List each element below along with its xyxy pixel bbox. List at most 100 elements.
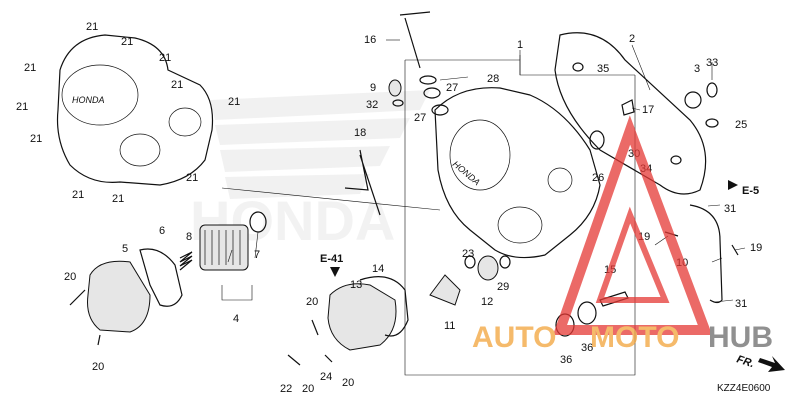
callout-21d: 21 <box>24 62 36 74</box>
filter-spring <box>179 251 193 271</box>
ref-e41-arrow-icon <box>330 267 340 277</box>
washer-24 <box>324 354 333 363</box>
callout-8: 8 <box>186 231 192 243</box>
callout-27b: 27 <box>414 112 426 124</box>
callout-21i: 21 <box>186 172 198 184</box>
callout-31b: 31 <box>735 298 747 310</box>
callout-23: 23 <box>462 248 474 260</box>
callout-21h: 21 <box>30 133 42 145</box>
callout-21c: 21 <box>159 52 171 64</box>
right-cover-brand: HONDA <box>451 159 482 188</box>
callout-16: 16 <box>364 34 376 46</box>
bolt-20a <box>69 289 86 306</box>
callout-20e: 20 <box>342 377 354 389</box>
callout-21a: 21 <box>86 21 98 33</box>
dowel-35 <box>572 62 584 72</box>
plug-9 <box>388 79 402 97</box>
callout-1: 1 <box>517 39 523 51</box>
callout-4: 4 <box>233 313 239 325</box>
washer-33 <box>706 82 718 98</box>
callout-9: 9 <box>370 82 376 94</box>
front-direction-label: FR. <box>735 353 756 370</box>
callout-26: 26 <box>592 172 604 184</box>
callout-14: 14 <box>372 263 384 275</box>
callout-35: 35 <box>597 63 609 75</box>
callout-21j: 21 <box>72 189 84 201</box>
diagram-code: KZZ4E0600 <box>717 383 771 394</box>
front-direction-indicator: FR. <box>735 353 785 372</box>
mechanical-seal <box>477 255 499 281</box>
bolt-20c <box>311 319 319 336</box>
callout-28: 28 <box>487 73 499 85</box>
bearing-3 <box>684 91 702 109</box>
seal-26 <box>589 130 605 150</box>
o-ring-27b <box>431 104 449 116</box>
callout-13: 13 <box>350 279 362 291</box>
seal-36b <box>577 301 597 325</box>
callout-11: 11 <box>444 320 455 332</box>
callout-32: 32 <box>366 99 378 111</box>
callout-17: 17 <box>642 104 654 116</box>
oil-filter-cover <box>87 260 151 333</box>
oil-seal-23 <box>464 255 476 269</box>
ref-e5-arrow-icon <box>728 180 738 190</box>
dowel-25 <box>705 118 719 128</box>
left-crankcase-cover: HONDA <box>56 34 214 186</box>
callout-33: 33 <box>706 57 718 69</box>
cover-gasket <box>554 32 707 195</box>
callout-3: 3 <box>694 63 700 75</box>
bolt-17 <box>621 99 635 116</box>
callout-21k: 21 <box>112 193 124 205</box>
callout-20d: 20 <box>302 383 314 395</box>
o-ring-27a <box>423 87 441 99</box>
callout-18: 18 <box>354 127 366 139</box>
water-pump-cover <box>327 283 397 351</box>
callout-12: 12 <box>481 296 493 308</box>
callout-20b: 20 <box>92 361 104 373</box>
hose-10 <box>689 204 723 304</box>
callout-5: 5 <box>122 243 128 255</box>
callout-21f: 21 <box>228 96 240 108</box>
callout-2: 2 <box>629 33 635 45</box>
oil-filter-cover-gasket <box>139 248 183 307</box>
water-pump-gasket <box>359 276 409 337</box>
washer-28 <box>419 75 437 85</box>
callouts: 1 2 3 4 5 6 7 8 9 10 11 12 13 14 15 16 1… <box>16 21 762 395</box>
callout-36b: 36 <box>581 342 593 354</box>
callout-21e: 21 <box>171 79 183 91</box>
watermark-moto: MOTO <box>590 321 679 354</box>
callout-7: 7 <box>254 249 260 261</box>
washer-29 <box>499 255 511 269</box>
callout-19b: 19 <box>750 242 762 254</box>
shaft-16 <box>399 11 431 69</box>
callout-20a: 20 <box>64 271 76 283</box>
oil-filter-element <box>199 224 253 301</box>
callout-29: 29 <box>497 281 509 293</box>
bracket-18 <box>344 149 381 216</box>
watermark-hub: HUB <box>708 321 773 354</box>
front-arrow-icon <box>758 356 785 372</box>
callout-31a: 31 <box>724 203 736 215</box>
dowel-30 <box>670 155 682 165</box>
left-cover-brand: HONDA <box>72 95 105 105</box>
callout-27a: 27 <box>446 82 458 94</box>
callout-24: 24 <box>320 371 332 383</box>
washer-32 <box>392 99 404 107</box>
watermark-auto: AUTO <box>472 321 556 354</box>
callout-20c: 20 <box>306 296 318 308</box>
water-pump-impeller <box>429 274 461 306</box>
callout-21b: 21 <box>121 36 133 48</box>
ref-e41: E-41 <box>320 253 343 265</box>
callout-6: 6 <box>159 225 165 237</box>
wing-emblem-background: HONDA <box>190 90 430 252</box>
bolt-22 <box>287 354 301 366</box>
right-crankcase-cover: HONDA <box>434 87 601 259</box>
callout-21g: 21 <box>16 101 28 113</box>
callout-22: 22 <box>280 383 292 395</box>
watermark-logo: AUTO MOTO HUB <box>472 115 773 354</box>
bolt-20b <box>97 334 101 346</box>
callout-25: 25 <box>735 119 747 131</box>
ref-e5: E-5 <box>742 185 759 197</box>
